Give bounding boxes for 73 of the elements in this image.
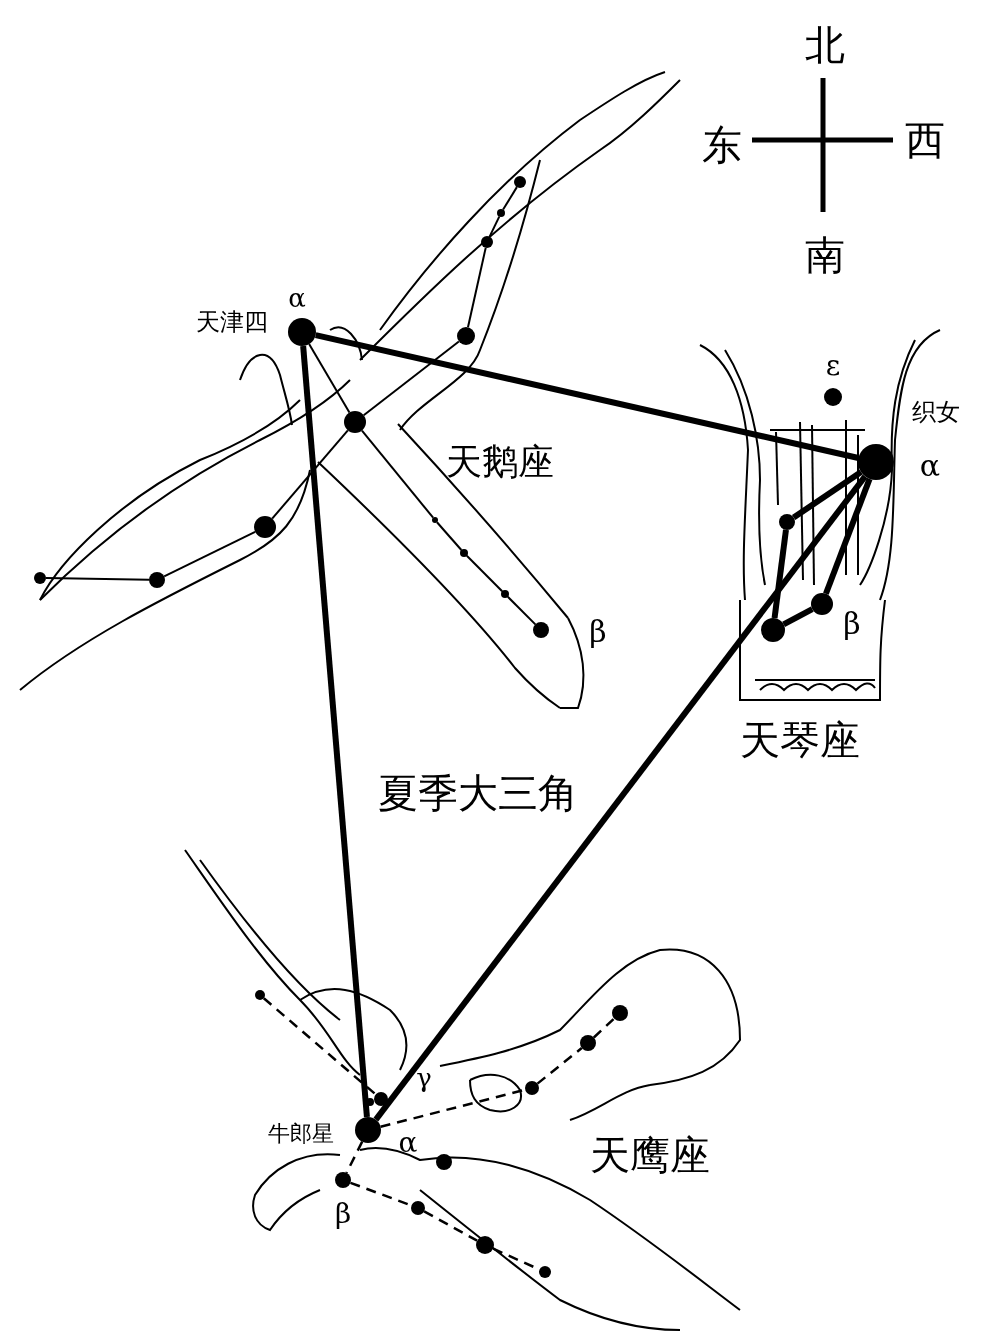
constellation-line: [488, 215, 501, 238]
star-dot: [355, 1117, 381, 1143]
star-dot: [539, 1266, 551, 1278]
constellation-line: [782, 606, 814, 628]
constellation-line: [373, 474, 868, 1122]
star-dot: [481, 236, 493, 248]
star-name: 天津四: [196, 310, 268, 334]
star-dot: [335, 1172, 351, 1188]
star-name: α: [919, 451, 941, 481]
star-dot: [460, 549, 468, 557]
star-dot: [761, 618, 785, 642]
star-name: α: [398, 1129, 418, 1157]
star-dot: [344, 411, 366, 433]
constellation-line: [771, 529, 789, 619]
star-name: ε: [825, 352, 841, 380]
star-name: β: [334, 1200, 352, 1228]
star-dot: [411, 1201, 425, 1215]
star-dot: [858, 444, 894, 480]
constellation-line: [436, 521, 463, 551]
star-dot: [366, 1098, 374, 1106]
direction-label: 东: [702, 125, 742, 165]
star-name: α: [288, 285, 306, 311]
star-name: γ: [416, 1065, 432, 1091]
star-dot: [580, 1035, 596, 1051]
star-name: 牛郎星: [268, 1123, 334, 1145]
constellation-line: [163, 530, 257, 578]
constellation-line: [502, 186, 518, 211]
star-dot: [457, 327, 475, 345]
star-dot: [501, 590, 509, 598]
constellation-line: [362, 340, 460, 417]
constellation-line: [308, 343, 351, 414]
constellation-line: [360, 429, 435, 519]
star-dot: [779, 514, 795, 530]
star-dot: [811, 593, 833, 615]
star-dot: [525, 1081, 539, 1095]
direction-label: 西: [905, 120, 945, 160]
constellation-line: [466, 246, 487, 329]
triangle-name: 夏季大三角: [378, 773, 578, 813]
star-dot: [288, 318, 316, 346]
constellation-name: 天鹅座: [446, 444, 554, 480]
constellation-line: [823, 477, 873, 595]
constellation-line: [791, 469, 863, 520]
star-name: 织女: [912, 400, 960, 424]
star-dot: [476, 1236, 494, 1254]
direction-label: 南: [805, 235, 845, 275]
star-name: β: [843, 609, 861, 639]
constellation-line: [345, 1141, 364, 1174]
star-dot: [612, 1005, 628, 1021]
constellation-line: [465, 554, 504, 593]
constellation-line: [593, 1017, 615, 1039]
constellation-name: 天鹰座: [590, 1135, 710, 1175]
star-dot: [533, 622, 549, 638]
constellation-line: [315, 332, 860, 461]
star-dot: [255, 990, 265, 1000]
direction-label: 北: [805, 25, 845, 65]
star-dot: [824, 388, 842, 406]
star-dot: [432, 517, 438, 523]
constellation-line: [300, 345, 370, 1118]
star-dot: [254, 516, 276, 538]
star-dot: [34, 572, 46, 584]
star-dot: [497, 209, 505, 217]
star-dot: [149, 572, 165, 588]
constellation-line: [423, 1210, 478, 1242]
constellation-line: [45, 577, 150, 581]
constellation-line: [262, 997, 377, 1096]
constellation-line: [536, 1047, 583, 1085]
star-dot: [514, 176, 526, 188]
constellation-name: 天琴座: [740, 720, 860, 760]
constellation-line: [271, 429, 349, 520]
star-dot: [436, 1154, 452, 1170]
constellation-line: [506, 595, 537, 626]
star-dot: [374, 1092, 388, 1106]
star-name: β: [589, 617, 607, 647]
